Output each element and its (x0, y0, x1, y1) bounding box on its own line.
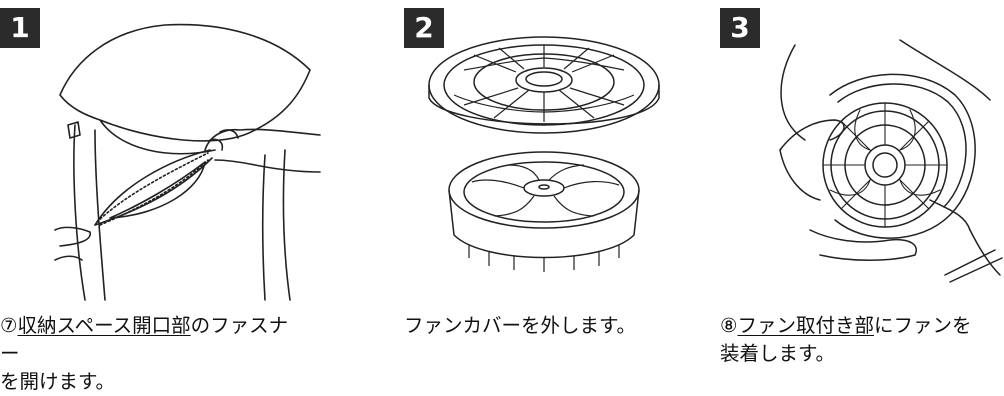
step-1-badge: 1 (0, 8, 40, 48)
step-3-marker: ⑧ (720, 314, 738, 337)
step-1-caption: ⑦収納スペース開口部のファスナー を開けます。 (0, 312, 290, 396)
pocket-opening-label: 収納スペース開口部 (17, 314, 191, 337)
step-3-caption-rest: にファンを (874, 314, 972, 337)
step-1-panel: 1 (0, 0, 290, 393)
step-3-panel: 3 (720, 0, 1004, 370)
step-2-caption: ファンカバーを外します。 (404, 312, 694, 340)
step-1-marker: ⑦ (0, 314, 18, 337)
step-2-panel: 2 (404, 0, 694, 370)
open-zipper-illustration (0, 0, 330, 305)
step-1-caption-line2: を開けます。 (0, 370, 116, 393)
step-1-caption-rest: のファスナー (0, 314, 289, 365)
step-3-caption-line1: ⑧ファン取付き部にファンを (720, 312, 1004, 340)
attach-fan-illustration (720, 0, 1004, 295)
fan-mount-label: ファン取付き部 (737, 314, 874, 337)
step-1-caption-line1: ⑦収納スペース開口部のファスナー (0, 312, 290, 368)
step-2-caption-line1: ファンカバーを外します。 (404, 314, 637, 337)
step-3-badge: 3 (720, 8, 760, 48)
remove-fan-cover-illustration (424, 10, 714, 300)
step-3-caption-line2: 装着します。 (720, 342, 836, 365)
step-3-caption: ⑧ファン取付き部にファンを 装着します。 (720, 312, 1004, 368)
step-2-badge: 2 (404, 8, 444, 48)
